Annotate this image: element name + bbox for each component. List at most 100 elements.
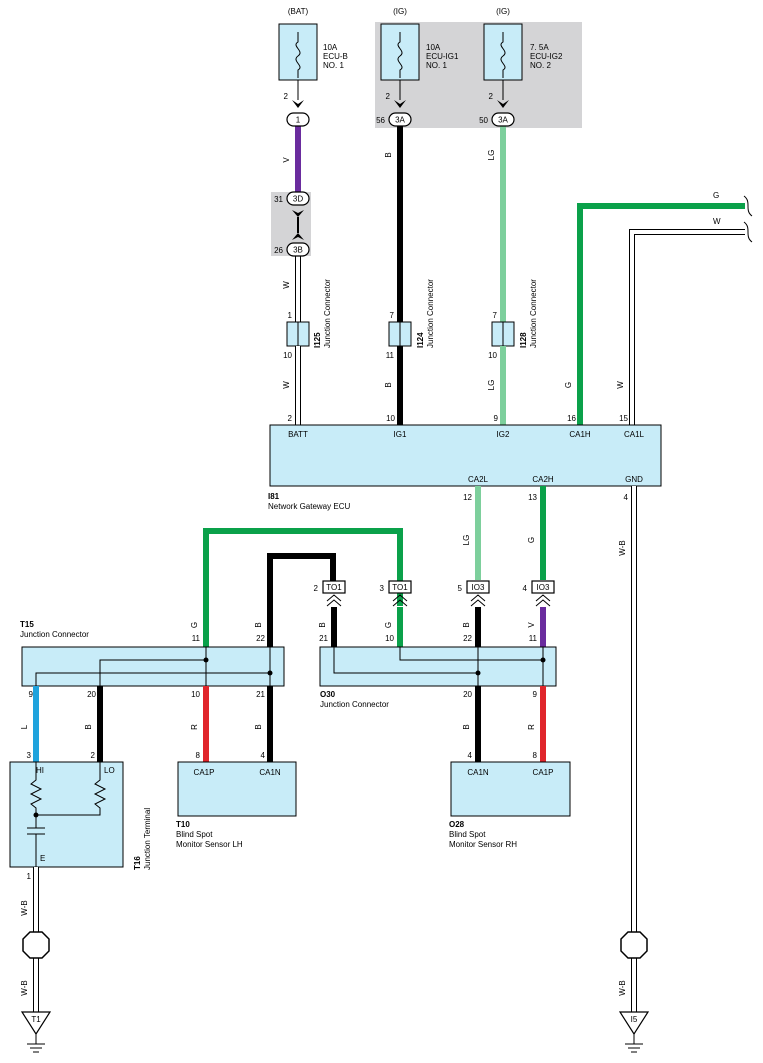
- svg-text:LO: LO: [104, 766, 115, 775]
- connector-to1-3: TO1 3: [380, 580, 412, 594]
- svg-text:L: L: [20, 724, 29, 729]
- fuse-ecu-ig1: (IG) 10A ECU-IG1 NO. 1 2: [380, 7, 459, 101]
- svg-text:21: 21: [319, 634, 328, 643]
- connector-io3-4: IO3 4: [523, 580, 555, 594]
- svg-text:B: B: [384, 382, 393, 387]
- fuse-icon: [500, 32, 506, 78]
- fuse-name: ECU-B: [323, 52, 348, 61]
- junction-i128: 7 10 I128 Junction Connector: [488, 279, 538, 360]
- fuse-ecu-b: (BAT) 10A ECU-B NO. 1 2: [278, 7, 348, 101]
- svg-text:LG: LG: [487, 380, 496, 391]
- svg-text:W: W: [713, 217, 721, 226]
- junction-o30: 21 10 22 11 20 9 O30 Junction Connector: [319, 634, 557, 709]
- svg-text:31: 31: [274, 195, 283, 204]
- junction-i124: 7 11 I124 Junction Connector: [386, 279, 435, 360]
- svg-text:Junction Connector: Junction Connector: [320, 700, 389, 709]
- svg-text:10: 10: [283, 351, 292, 360]
- svg-text:CA1N: CA1N: [467, 768, 489, 777]
- ground-i5: I5: [618, 1011, 650, 1053]
- svg-text:Blind Spot: Blind Spot: [176, 830, 213, 839]
- double-chevron-icon: [326, 594, 551, 607]
- svg-text:Blind Spot: Blind Spot: [449, 830, 486, 839]
- svg-text:8: 8: [533, 751, 538, 760]
- svg-text:IG1: IG1: [394, 430, 407, 439]
- svg-text:B: B: [254, 622, 263, 627]
- svg-text:E: E: [40, 854, 45, 863]
- svg-text:G: G: [190, 622, 199, 628]
- svg-text:11: 11: [386, 351, 395, 360]
- svg-text:IG2: IG2: [497, 430, 510, 439]
- svg-text:10: 10: [385, 634, 394, 643]
- svg-text:W: W: [616, 381, 625, 389]
- resistor-icon: [29, 762, 107, 816]
- svg-text:I125: I125: [313, 332, 322, 348]
- svg-text:LG: LG: [462, 535, 471, 546]
- fuse-name: ECU-IG1: [426, 52, 459, 61]
- svg-text:B: B: [84, 724, 93, 729]
- svg-text:9: 9: [29, 690, 34, 699]
- svg-text:2: 2: [91, 751, 96, 760]
- splice-octagon-icon: [620, 931, 648, 959]
- svg-text:I5: I5: [631, 1015, 638, 1024]
- svg-text:Monitor Sensor LH: Monitor Sensor LH: [176, 840, 243, 849]
- fuse-amp: 10A: [426, 43, 441, 52]
- svg-text:Network Gateway ECU: Network Gateway ECU: [268, 502, 350, 511]
- svg-text:1: 1: [27, 872, 32, 881]
- svg-text:3B: 3B: [293, 246, 303, 255]
- svg-text:W: W: [282, 381, 291, 389]
- svg-text:8: 8: [196, 751, 201, 760]
- splice-octagon-icon: [22, 931, 50, 959]
- svg-text:TO1: TO1: [392, 583, 408, 592]
- svg-text:W-B: W-B: [618, 540, 627, 555]
- wire-color-label: V: [282, 157, 291, 163]
- blind-spot-sensor-lh: 8 4 CA1P CA1N T10 Blind Spot Monitor Sen…: [176, 751, 297, 849]
- svg-text:13: 13: [528, 493, 537, 502]
- fuse-name: ECU-IG2: [530, 52, 563, 61]
- svg-text:W-B: W-B: [20, 900, 29, 915]
- svg-text:Junction Terminal: Junction Terminal: [143, 808, 152, 870]
- svg-text:9: 9: [494, 414, 499, 423]
- fuse-power-label: (IG): [393, 7, 407, 16]
- svg-text:10: 10: [386, 414, 395, 423]
- svg-text:1: 1: [296, 116, 301, 125]
- svg-text:R: R: [190, 724, 199, 730]
- svg-text:T16: T16: [133, 856, 142, 870]
- svg-text:CA2H: CA2H: [532, 475, 554, 484]
- chevron-down-icon: [292, 100, 509, 108]
- svg-text:5: 5: [458, 584, 463, 593]
- svg-text:4: 4: [523, 584, 528, 593]
- svg-text:I124: I124: [416, 332, 425, 348]
- svg-text:20: 20: [87, 690, 96, 699]
- svg-text:IO3: IO3: [472, 583, 485, 592]
- fuse-amp: 10A: [323, 43, 338, 52]
- wire-g-to1: [203, 528, 403, 647]
- svg-text:20: 20: [463, 690, 472, 699]
- connector-3a-ig2: 3A 50: [479, 112, 515, 127]
- svg-text:I128: I128: [519, 332, 528, 348]
- svg-text:GND: GND: [625, 475, 643, 484]
- svg-text:Junction Connector: Junction Connector: [20, 630, 89, 639]
- svg-text:7: 7: [493, 311, 498, 320]
- junction-i125: 1 10 I125 Junction Connector: [283, 279, 332, 360]
- svg-text:15: 15: [619, 414, 628, 423]
- connector-3a-ig1: 3A 56: [376, 112, 412, 127]
- fuse-number: NO. 1: [323, 61, 344, 70]
- svg-text:R: R: [527, 724, 536, 730]
- svg-text:26: 26: [274, 246, 283, 255]
- connector-1: 1: [286, 112, 310, 127]
- junction-terminal-t16: 3 2 HI LO E 1 T16 Junction Terminal: [9, 751, 152, 881]
- wire-color-label: B: [384, 152, 393, 157]
- svg-text:T15: T15: [20, 620, 34, 629]
- connector-to1-2: TO1 2: [314, 580, 346, 594]
- svg-text:10: 10: [191, 690, 200, 699]
- fuse-power-label: (BAT): [288, 7, 309, 16]
- svg-text:BATT: BATT: [288, 430, 308, 439]
- fuse-power-label: (IG): [496, 7, 510, 16]
- svg-text:G: G: [527, 537, 536, 543]
- wire-color-label: W: [282, 281, 291, 289]
- wire-w-ca1l: [630, 230, 745, 425]
- svg-text:Junction Connector: Junction Connector: [529, 279, 538, 348]
- svg-text:3: 3: [27, 751, 32, 760]
- svg-text:2: 2: [314, 584, 319, 593]
